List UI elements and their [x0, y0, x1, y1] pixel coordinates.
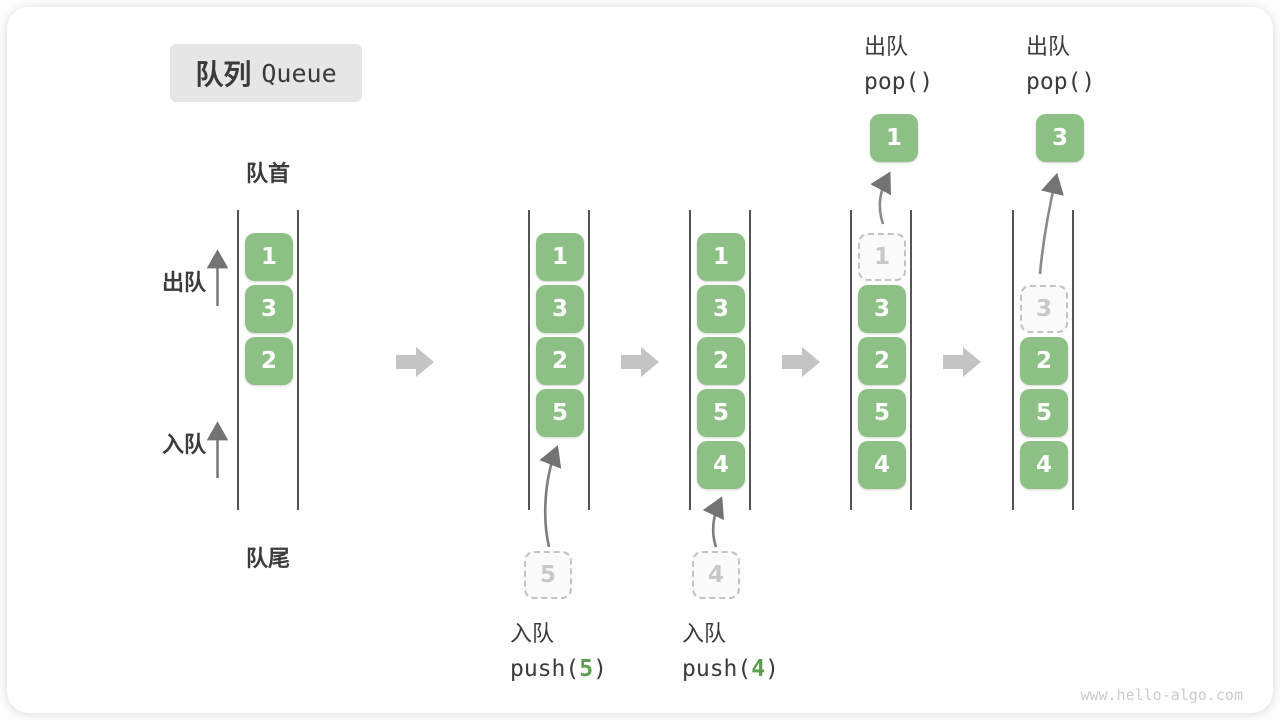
op-pop-code: pop(): [1026, 69, 1096, 95]
op-push-code: push(5): [510, 656, 607, 682]
op-enqueue-text: 入队: [682, 622, 727, 647]
label-enqueue-side: 入队: [162, 433, 207, 458]
queue-item: 3: [697, 285, 745, 333]
op-label-pop-2: 出队 pop(): [1026, 30, 1095, 100]
incoming-item-5: 5: [524, 551, 572, 599]
queue-item-ghost: 3: [1020, 285, 1068, 333]
op-dequeue-text: 出队: [864, 35, 909, 60]
queue-container-2: 1 3 2 5: [528, 210, 590, 510]
queue-item: 2: [245, 337, 293, 385]
diagram-card: [7, 7, 1273, 713]
op-label-pop-1: 出队 pop(): [864, 30, 933, 100]
popped-item-3: 3: [1036, 114, 1084, 162]
queue-item: 5: [536, 389, 584, 437]
watermark: www.hello-algo.com: [1080, 686, 1243, 704]
title-en: Queue: [261, 58, 337, 88]
queue-item-ghost: 1: [858, 233, 906, 281]
label-queue-front: 队首: [245, 162, 290, 187]
op-dequeue-text: 出队: [1026, 35, 1071, 60]
push-arg: 4: [751, 656, 766, 682]
queue-item: 4: [858, 441, 906, 489]
op-pop-code: pop(): [864, 69, 934, 95]
op-enqueue-text: 入队: [510, 622, 555, 647]
queue-item: 5: [1020, 389, 1068, 437]
queue-item: 1: [245, 233, 293, 281]
queue-item: 2: [697, 337, 745, 385]
queue-item: 1: [536, 233, 584, 281]
queue-container-4: 1 3 2 5 4: [850, 210, 912, 510]
label-queue-rear: 队尾: [245, 547, 290, 572]
title-zh: 队列: [195, 58, 252, 91]
queue-item: 3: [536, 285, 584, 333]
label-dequeue-side: 出队: [162, 271, 207, 296]
queue-container-5: 3 2 5 4: [1012, 210, 1074, 510]
queue-item: 5: [858, 389, 906, 437]
queue-item: 3: [245, 285, 293, 333]
op-label-push-4: 入队 push(4): [682, 617, 779, 687]
queue-item: 2: [858, 337, 906, 385]
queue-item: 4: [1020, 441, 1068, 489]
queue-item: 5: [697, 389, 745, 437]
queue-item: 1: [697, 233, 745, 281]
push-arg: 5: [579, 656, 594, 682]
op-push-code: push(4): [682, 656, 779, 682]
popped-item-1: 1: [870, 114, 918, 162]
queue-item: 2: [536, 337, 584, 385]
queue-item: 3: [858, 285, 906, 333]
queue-item: 2: [1020, 337, 1068, 385]
queue-container-3: 1 3 2 5 4: [689, 210, 751, 510]
queue-item: 4: [697, 441, 745, 489]
incoming-item-4: 4: [692, 551, 740, 599]
title-box: 队列 Queue: [170, 44, 362, 102]
op-label-push-5: 入队 push(5): [510, 617, 607, 687]
queue-container-1: 1 3 2: [237, 210, 299, 510]
